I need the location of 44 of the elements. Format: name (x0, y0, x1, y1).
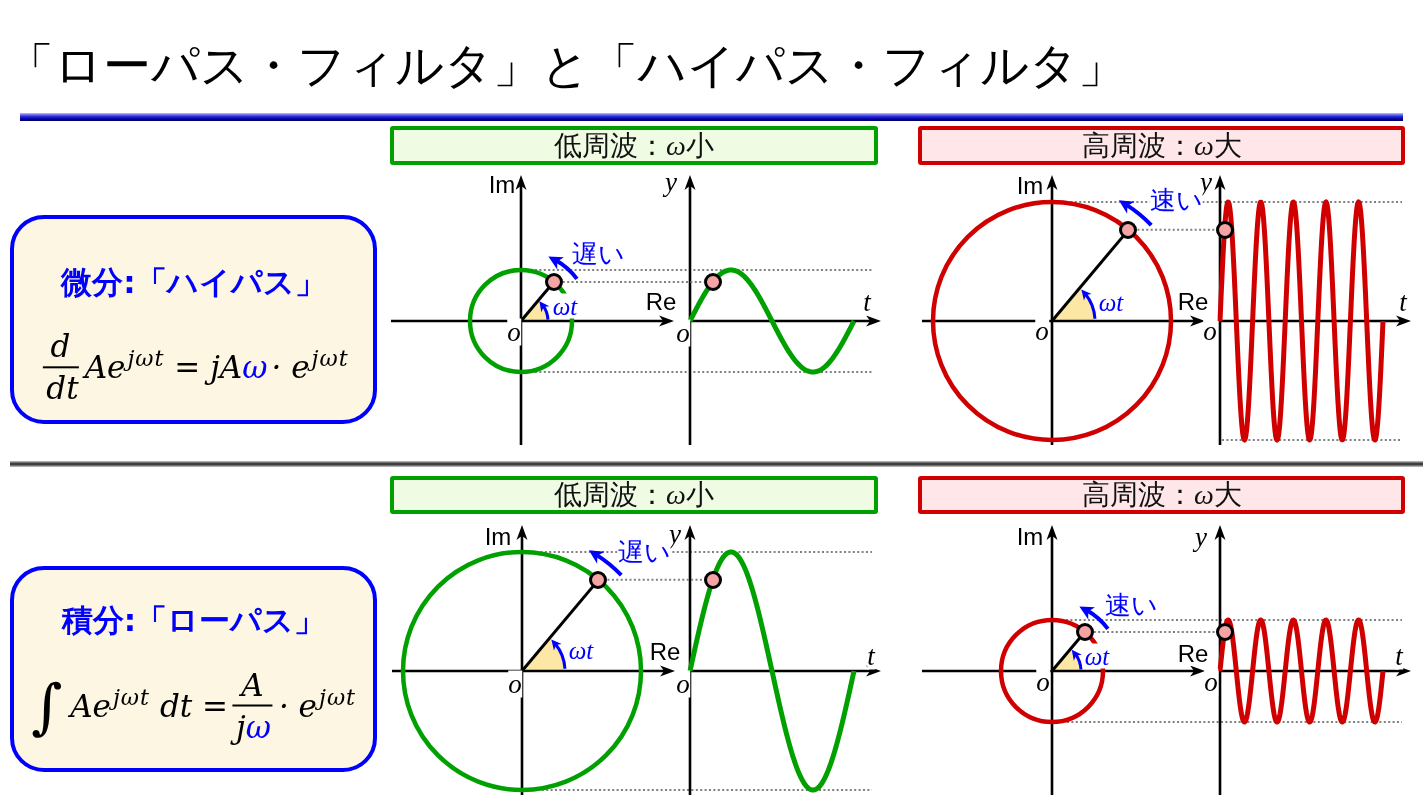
fraction-denominator: j (232, 708, 246, 746)
angle-label: ωt (1084, 643, 1110, 669)
projection-line (606, 578, 705, 581)
formula-term: Ae$^{jωt}$ = jA (84, 349, 243, 387)
projection-line (1136, 228, 1217, 231)
angle-label: ωt (552, 293, 578, 319)
phasor-point (589, 570, 608, 589)
speed-label: 速い (1149, 187, 1203, 213)
phasor-point (1119, 220, 1138, 239)
formula-box (10, 215, 377, 424)
formula-symbol: ω (242, 349, 268, 387)
header-bar: 低周波：ω小 (390, 126, 878, 165)
wave-point (1215, 220, 1234, 239)
origin-label: o (676, 670, 690, 698)
origin-label: o (676, 319, 690, 347)
projection-line (1092, 630, 1217, 633)
phasor-point (544, 272, 563, 291)
fraction-numerator: A (241, 666, 264, 704)
phasor-point (1075, 622, 1094, 641)
title: 「ローパス・フィルタ」と「ハイパス・フィルタ」 (6, 38, 1126, 94)
box-heading: 積分:「ローパス」 (61, 602, 326, 638)
origin-label: o (1036, 668, 1050, 696)
axis-label: Re (1177, 642, 1209, 666)
header-bar: 高周波：ω大 (918, 126, 1405, 165)
speed-label: 速い (1104, 592, 1158, 618)
header-bar: 高周波：ω大 (918, 476, 1405, 514)
origin-label: o (508, 670, 522, 698)
formula-term: · e$^{jωt}$ (278, 687, 357, 725)
formula-term: · e$^{jωt}$ (271, 349, 349, 387)
header-bar: 低周波：ω小 (390, 476, 878, 514)
integral-sign: ∫ (30, 669, 63, 743)
box-heading: 微分:「ハイパス」 (61, 264, 326, 300)
speed-label: 遅い (571, 241, 625, 267)
formula-box (10, 566, 377, 772)
origin-label: o (1204, 668, 1218, 696)
wave-point (703, 272, 722, 291)
speed-label: 遅い (617, 539, 671, 565)
formula-term: Ae$^{jωt}$ dt = (70, 687, 228, 725)
formula-symbol: ω (245, 708, 272, 746)
fraction-denominator: dt (45, 370, 79, 408)
wave-point (703, 570, 722, 589)
origin-label: o (507, 318, 521, 346)
wave-point (1215, 622, 1234, 641)
fraction-numerator: d (50, 328, 71, 366)
